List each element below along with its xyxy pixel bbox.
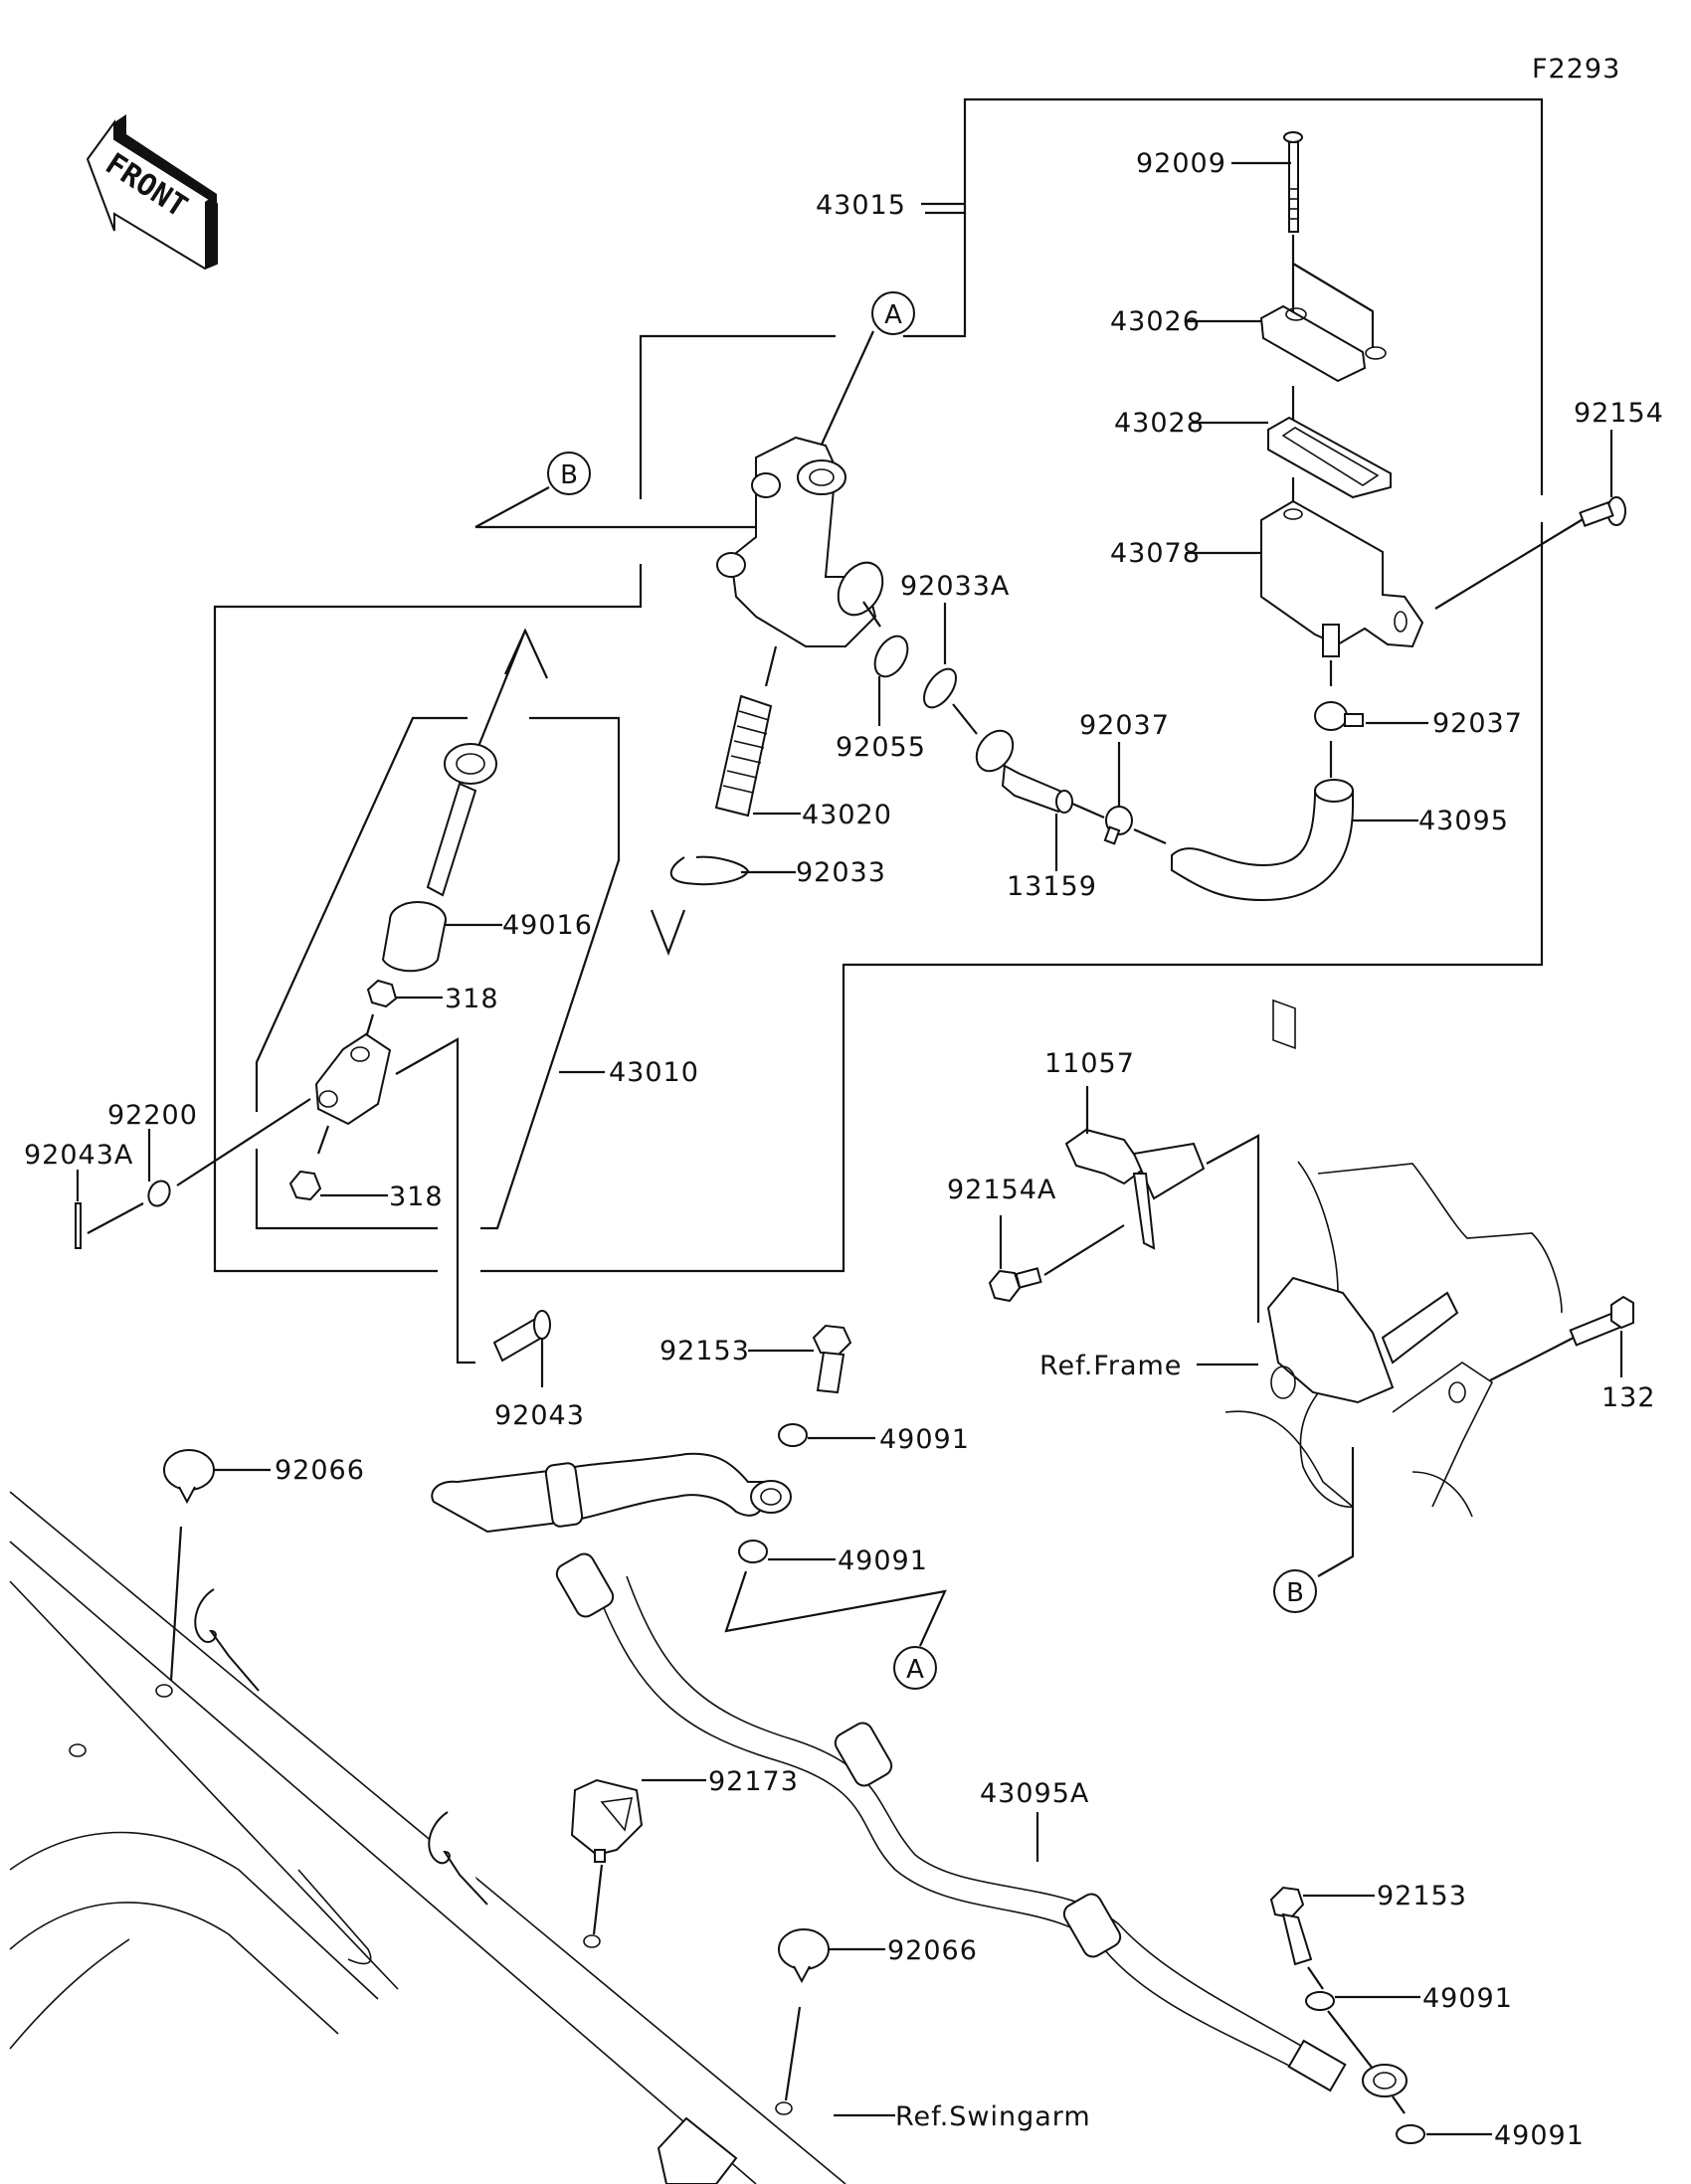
part-label-11057: 11057: [1044, 1048, 1135, 1079]
part-label-92153-lower: 92153: [1377, 1881, 1467, 1911]
group-outline-43010: [255, 716, 621, 1230]
group-outline-43015: [213, 97, 1544, 1273]
bolt-92154A: [988, 1267, 1042, 1303]
part-label-92055: 92055: [836, 732, 926, 763]
brake-hose-upper-section: [431, 1452, 792, 1534]
leader-b-top-2: [474, 486, 550, 528]
nut-318-lower: [288, 1170, 322, 1201]
part-label-43026: 43026: [1110, 306, 1201, 337]
diagram-id: F2293: [1532, 54, 1620, 85]
washer-49091-lower-b: [1396, 2124, 1425, 2144]
washer-49091-lower-a: [1305, 1991, 1335, 2011]
part-label-92154A: 92154A: [947, 1175, 1056, 1205]
cotter-pin-92043A: [75, 1202, 82, 1249]
hose-43095: [1171, 779, 1354, 902]
part-label-132: 132: [1601, 1382, 1656, 1413]
clamp-92037-right: [1314, 701, 1364, 731]
circlip-92033A: [923, 667, 957, 709]
hose-clip-left: [194, 1588, 260, 1692]
part-label-318-lower: 318: [389, 1182, 444, 1212]
clip-92066-upper: [163, 1449, 215, 1505]
leader-b-right: [1317, 1447, 1355, 1577]
part-label-49016: 49016: [502, 910, 593, 941]
leader-92154-install: [1434, 514, 1591, 610]
callout-b-top: B: [547, 452, 591, 495]
part-label-92066-lower: 92066: [887, 1935, 978, 1966]
reservoir-cap-43026: [1259, 304, 1387, 383]
master-cylinder-body: [716, 436, 884, 647]
part-label-92043: 92043: [494, 1400, 585, 1431]
bracket-11057: [1064, 1128, 1206, 1250]
circlip-92033: [669, 855, 750, 886]
clevis: [314, 1032, 392, 1126]
bolt-92154: [1579, 496, 1626, 527]
part-label-92037-left: 92037: [1079, 710, 1170, 741]
part-label-92154: 92154: [1574, 398, 1664, 429]
part-label-43020: 43020: [802, 800, 892, 830]
leader-a-bottom: [724, 1570, 947, 1647]
clip-92066-lower: [778, 1928, 830, 1984]
ref-swingarm-label: Ref.Swingarm: [895, 2101, 1091, 2132]
nut-318-upper: [366, 979, 398, 1008]
svg-text:A: A: [906, 1655, 924, 1685]
part-label-43010: 43010: [609, 1057, 699, 1088]
holder-92173: [570, 1778, 644, 1863]
front-arrow-icon: FRONT: [86, 114, 218, 271]
part-label-92037-right: 92037: [1432, 708, 1523, 739]
frame-reference-drawing: [1224, 1161, 1563, 1518]
clamp-92037-left: [1103, 806, 1133, 845]
part-label-49091-lower-b: 49091: [1494, 2120, 1585, 2151]
washer-49091-upper: [778, 1423, 808, 1447]
boot-49016: [381, 901, 447, 973]
banjo-bolt-92153-upper: [812, 1324, 852, 1394]
part-label-92033: 92033: [796, 857, 886, 888]
part-label-92153-upper: 92153: [659, 1336, 750, 1366]
part-label-49091-middle: 49091: [838, 1546, 928, 1576]
svg-text:B: B: [560, 460, 578, 490]
part-label-43078: 43078: [1110, 538, 1201, 569]
diaphragm-43028: [1267, 416, 1392, 499]
part-label-13159: 13159: [1007, 871, 1097, 902]
part-label-43095: 43095: [1418, 806, 1509, 836]
swingarm-reference-drawing: [9, 1491, 846, 2184]
callout-a-top: A: [871, 291, 915, 335]
leader-a-top: [814, 330, 875, 458]
svg-text:B: B: [1286, 1578, 1304, 1608]
ref-frame-label: Ref.Frame: [1039, 1351, 1182, 1381]
clevis-pin-92043: [492, 1310, 551, 1363]
part-label-92173: 92173: [708, 1766, 799, 1797]
part-label-43015: 43015: [816, 190, 906, 221]
brake-hose-43095A: [555, 1552, 1408, 2097]
washer-92200: [147, 1180, 171, 1207]
fitting-13159: [975, 729, 1073, 814]
part-label-49091-lower-a: 49091: [1422, 1983, 1513, 2014]
part-label-318-upper: 318: [445, 984, 499, 1014]
bolt-132: [1569, 1295, 1634, 1347]
washer-49091-middle: [738, 1540, 768, 1563]
hose-clip-middle: [428, 1811, 488, 1906]
push-rod: [426, 743, 497, 897]
part-label-49091-upper: 49091: [879, 1424, 970, 1455]
part-label-43028: 43028: [1114, 408, 1205, 439]
banjo-bolt-92153-lower: [1269, 1886, 1313, 1966]
screw-92009: [1283, 131, 1303, 233]
reservoir-body-43078: [1260, 499, 1424, 1049]
part-label-92200: 92200: [107, 1100, 198, 1131]
part-label-43095A: 43095A: [980, 1778, 1089, 1809]
piston-43020: [714, 694, 773, 818]
callout-b-right: B: [1273, 1569, 1317, 1613]
callout-a-bottom: A: [893, 1646, 937, 1690]
part-label-92009: 92009: [1136, 148, 1226, 179]
svg-text:A: A: [884, 300, 902, 330]
part-label-92043A: 92043A: [24, 1140, 133, 1171]
part-label-92033A: 92033A: [900, 571, 1010, 602]
part-label-92066-upper: 92066: [275, 1455, 365, 1486]
o-ring-92055: [873, 635, 909, 678]
